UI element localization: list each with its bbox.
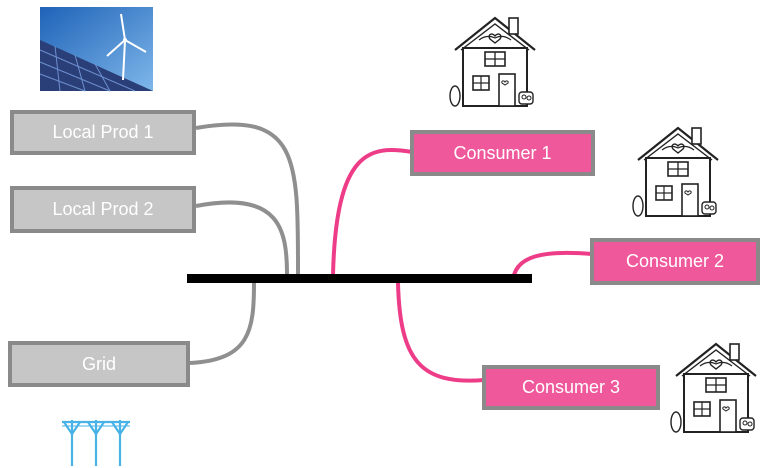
local-prod-1-label: Local Prod 1 (52, 122, 154, 142)
consumer-3-label: Consumer 3 (521, 377, 621, 397)
wire-consumer-1 (331, 148, 413, 276)
bus-bar (187, 274, 532, 283)
consumer-1-box: Consumer 1 (410, 130, 595, 176)
local-prod-1-box: Local Prod 1 (10, 110, 196, 155)
consumer-1-label: Consumer 1 (453, 142, 552, 163)
consumer-wires (331, 148, 593, 383)
consumer-3-box: Consumer 3 (482, 365, 660, 410)
house-icon-1 (448, 16, 537, 108)
consumer-2-label: Consumer 2 (625, 251, 725, 271)
grid-box: Grid (8, 341, 190, 387)
grid-label: Grid (81, 353, 116, 374)
solar-wind-photo-icon (39, 7, 153, 92)
power-pylon-icon (62, 420, 130, 466)
wire-consumer-3 (396, 282, 485, 383)
house-icon-2 (631, 126, 720, 218)
local-prod-2-box: Local Prod 2 (10, 186, 196, 233)
wire-local-prod-2 (195, 200, 289, 276)
wire-local-prod-1 (195, 122, 301, 276)
local-prod-2-label: Local Prod 2 (52, 199, 154, 219)
wire-grid (189, 282, 256, 365)
producer-wires (189, 122, 301, 365)
house-icon-3 (669, 342, 758, 434)
consumer-2-box: Consumer 2 (590, 238, 760, 285)
